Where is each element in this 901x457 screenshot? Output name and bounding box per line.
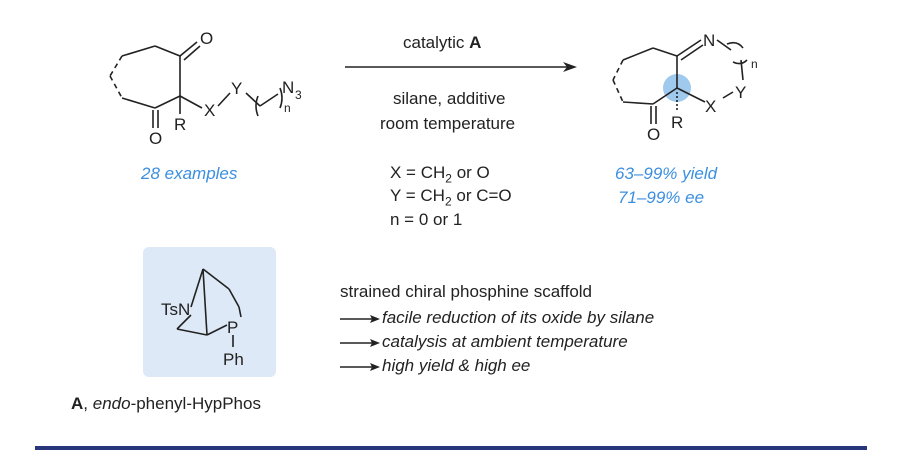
feature-item-3: high yield & high ee [382,356,531,375]
catalyst-tsn: TsN [161,300,190,319]
catalyst-p: P [227,318,238,337]
product-x: X [705,97,716,116]
product-structure: N n Y X R O [612,31,758,144]
catalyst-box [143,247,276,377]
variable-n: n = 0 or 1 [390,210,463,229]
variable-x: X = CH2 or O [390,163,490,186]
conditions-above: catalytic A [403,33,482,52]
reactant-structure: O O R X Y n N 3 [109,29,302,148]
reactant-n: n [284,101,291,115]
result-yield: 63–99% yield [615,164,718,183]
conditions-below-2: room temperature [380,114,516,133]
product-y: Y [735,83,746,102]
variable-y: Y = CH2 or C=O [390,186,512,209]
conditions-below-1: silane, additive [393,89,506,108]
features-title: strained chiral phosphine scaffold [340,282,593,301]
product-o: O [647,125,660,144]
catalyst-structure: TsN P Ph [161,268,244,369]
reactant-y: Y [231,79,242,98]
feature-arrow-3 [340,363,380,371]
catalyst-ph: Ph [223,350,244,369]
reactant-x: X [204,101,215,120]
reactant-o-bottom: O [149,129,162,148]
product-r: R [671,113,683,132]
feature-arrow-1 [340,315,380,323]
bottom-rule [35,446,867,450]
reactant-r: R [174,115,186,134]
reactant-azide-sub: 3 [295,88,302,102]
reactant-azide: N [282,78,294,97]
reactant-o-top: O [200,29,213,48]
product-n: N [703,31,715,50]
catalyst-label: A, endo-phenyl-HypPhos [71,394,261,413]
feature-item-2: catalysis at ambient temperature [382,332,628,351]
product-n-sub: n [751,57,758,71]
examples-count: 28 examples [141,164,238,183]
reaction-arrow [345,62,577,72]
feature-item-1: facile reduction of its oxide by silane [382,308,655,327]
feature-arrow-2 [340,339,380,347]
result-ee: 71–99% ee [618,188,705,207]
